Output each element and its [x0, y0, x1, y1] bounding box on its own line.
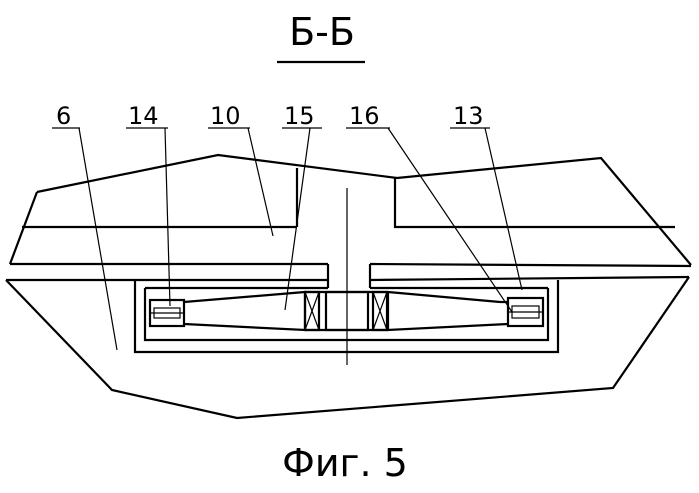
- callout-10: 10: [210, 102, 241, 130]
- callout-15: 15: [284, 102, 315, 130]
- leader-10: [248, 128, 273, 236]
- callout-14: 14: [128, 102, 159, 130]
- leader-6: [79, 128, 117, 350]
- leader-16: [388, 128, 512, 312]
- upper-right-rib: [395, 178, 675, 227]
- figure-caption: Фиг. 5: [282, 441, 408, 485]
- lower-body-top-right: [370, 277, 689, 280]
- section-label: Б-Б: [289, 10, 355, 54]
- callout-16: 16: [349, 102, 380, 130]
- leader-15: [285, 128, 310, 310]
- upper-body-bottom-right: [370, 264, 691, 266]
- disc-right-half: [388, 292, 508, 330]
- upper-body-outline: [37, 155, 691, 265]
- callout-13: 13: [453, 102, 484, 130]
- callout-6: 6: [56, 102, 71, 130]
